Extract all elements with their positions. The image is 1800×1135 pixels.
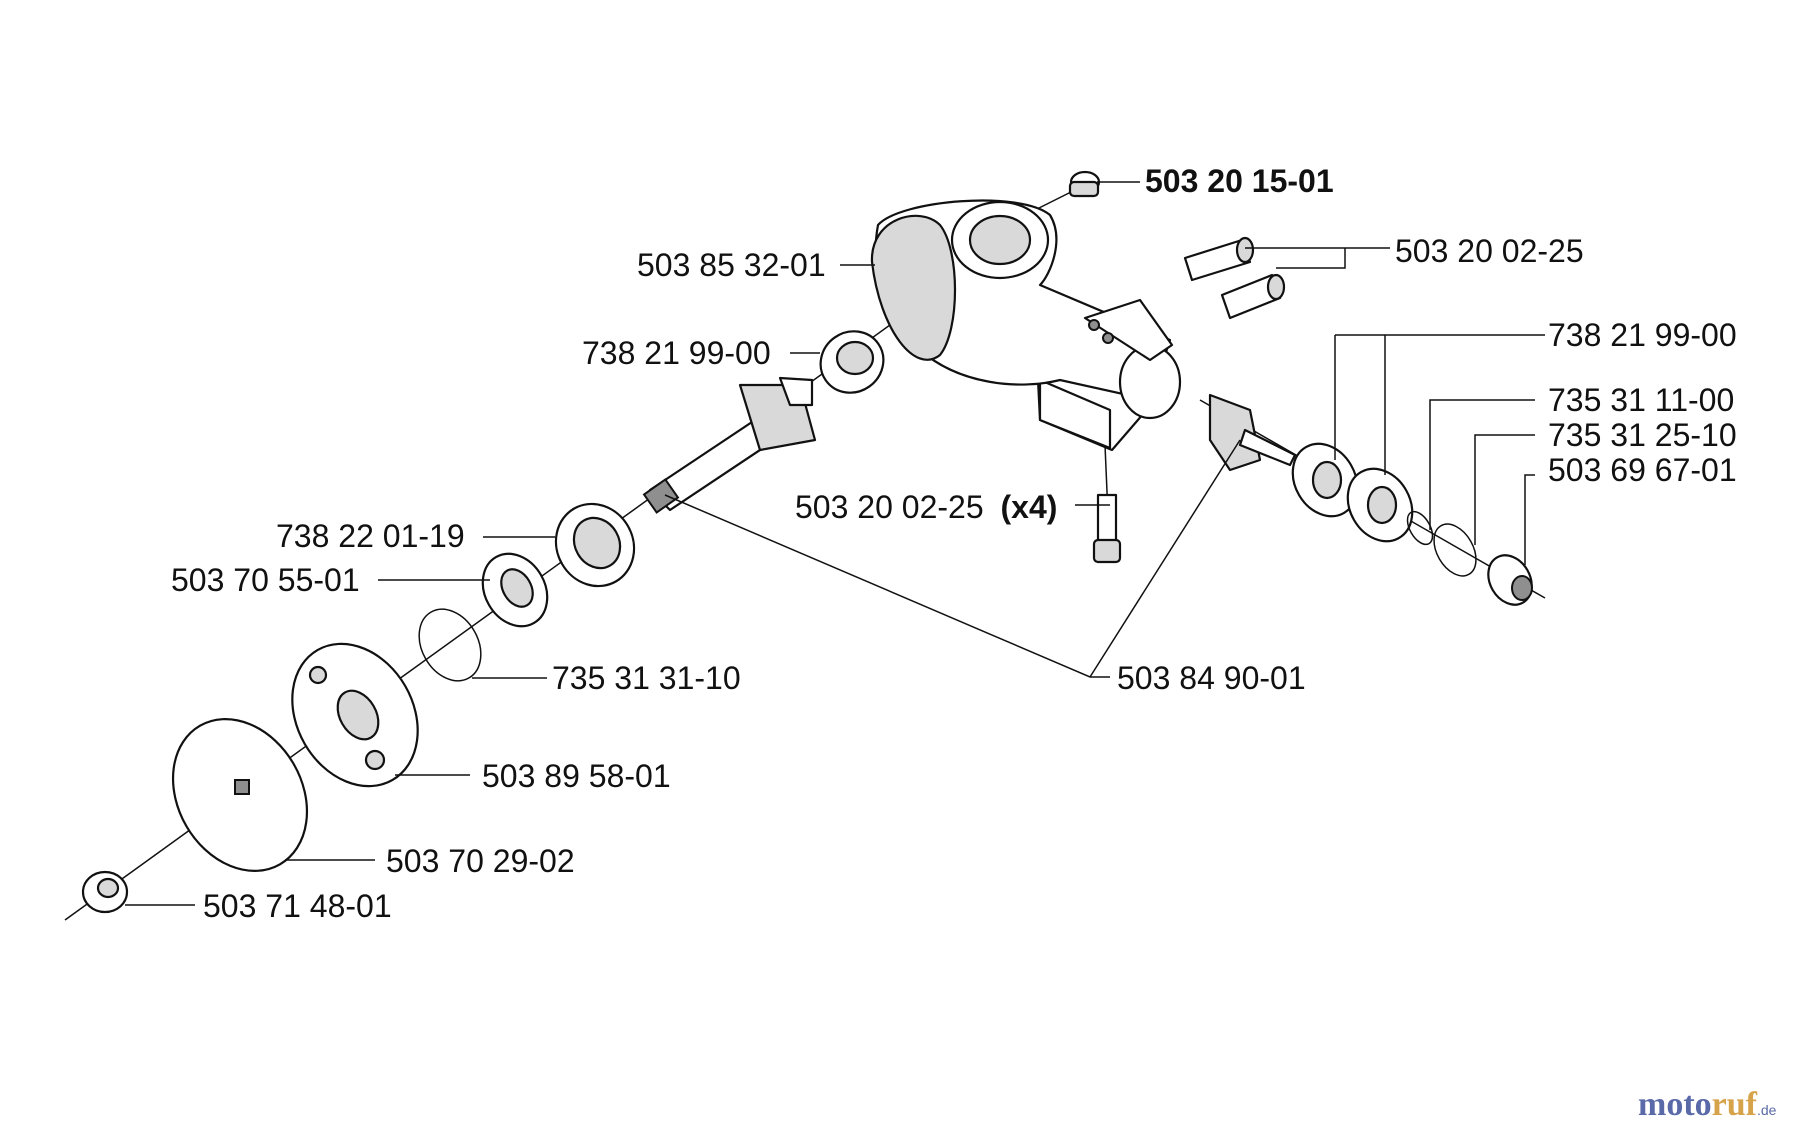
circlip-left [418, 608, 482, 682]
clamp-screws [1183, 236, 1286, 320]
label-drive-disc: 503 89 58-01 [482, 758, 671, 794]
top-plug-screw [1068, 170, 1101, 198]
upper-left-bearing [819, 330, 885, 394]
part-labels: 503 20 15-01 503 20 02-25 503 85 32-01 7… [171, 163, 1737, 924]
label-right-circlip-a: 735 31 11-00 [1548, 382, 1734, 418]
right-circlip-a [1406, 510, 1434, 546]
right-bearing-2 [1346, 467, 1414, 543]
label-right-bearing: 738 21 99-00 [1548, 317, 1737, 353]
lock-washer [481, 552, 549, 628]
label-support-cup: 503 70 29-02 [386, 843, 575, 879]
support-cup [171, 717, 309, 873]
right-circlip-b [1433, 523, 1477, 577]
seal-cap [1487, 554, 1533, 606]
leader-lines [125, 181, 1545, 906]
pinion-gear-shaft [642, 376, 817, 514]
label-right-circlip-b: 735 31 25-10 [1548, 417, 1737, 453]
drive-disc [291, 642, 419, 788]
label-clamp-screws: 503 20 02-25 [1395, 233, 1584, 269]
nut [81, 870, 129, 914]
label-upper-left-bearing: 738 21 99-00 [582, 335, 771, 371]
label-bottom-screw: 503 20 02-25 (x4) [795, 489, 1057, 525]
bevel-gear [1208, 393, 1297, 472]
label-bottom-screw-qty: (x4) [1001, 489, 1058, 525]
watermark-logo: motoruf.de [1638, 1086, 1777, 1123]
gear-housing [870, 199, 1182, 452]
label-housing: 503 85 32-01 [637, 247, 826, 283]
label-oil-seal: 738 22 01-19 [276, 518, 465, 554]
label-seal-cap: 503 69 67-01 [1548, 452, 1737, 488]
label-gear-set: 503 84 90-01 [1117, 660, 1306, 696]
label-top-plug-screw: 503 20 15-01 [1145, 163, 1334, 199]
label-lock-washer: 503 70 55-01 [171, 562, 360, 598]
bottom-screw [1092, 493, 1122, 564]
watermark-text: motoruf.de [1638, 1086, 1777, 1123]
label-circlip-left: 735 31 31-10 [552, 660, 741, 696]
label-nut: 503 71 48-01 [203, 888, 392, 924]
right-bearing-1 [1291, 442, 1359, 518]
oil-seal [554, 502, 636, 588]
